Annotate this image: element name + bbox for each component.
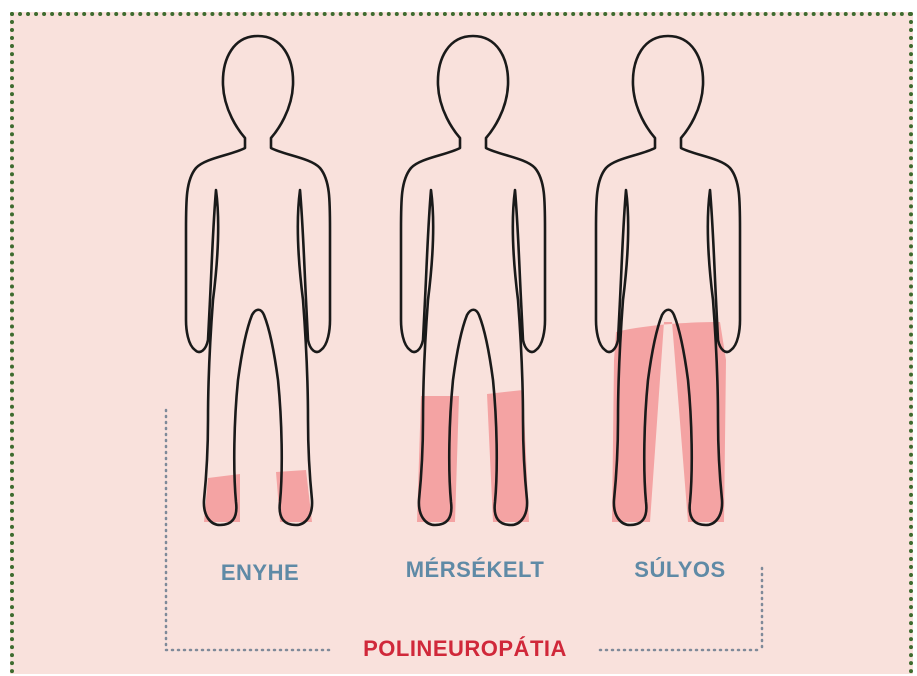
diagram-title: POLINEUROPÁTIA [340, 636, 590, 662]
label-moderate: MÉRSÉKELT [390, 557, 560, 583]
affected-area-severe [612, 322, 726, 522]
figure-moderate [401, 36, 545, 525]
label-mild: ENYHE [200, 560, 320, 586]
bracket [166, 410, 762, 650]
figure-severe [596, 36, 740, 525]
figure-mild [186, 36, 330, 525]
label-severe: SÚLYOS [620, 557, 740, 583]
